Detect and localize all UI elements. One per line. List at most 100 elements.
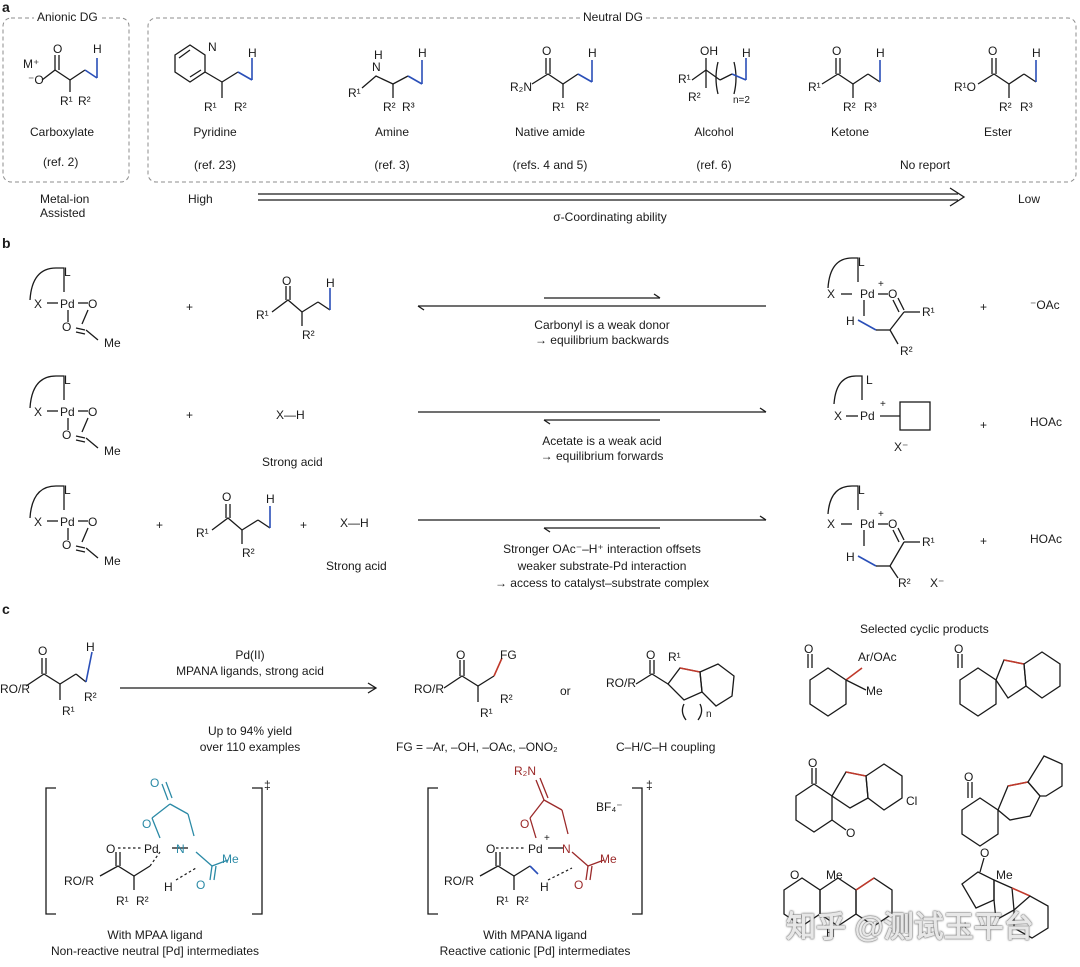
pd-cationic-complex-row2 <box>833 375 931 431</box>
ketone-r2-row1: R² <box>302 328 315 342</box>
hoac-row3: HOAc <box>1030 532 1063 546</box>
ketone-h: H <box>876 46 885 60</box>
pd-atom-row1: Pd <box>60 297 75 311</box>
xh-row3: X—H <box>340 516 369 530</box>
sub-h: H <box>86 640 95 654</box>
amide-r1: R¹ <box>552 100 565 114</box>
group-name-pyridine: Pyridine <box>193 125 237 139</box>
prod-r2-row1: R² <box>900 344 913 358</box>
panel-b-label: b <box>2 235 11 251</box>
prod-plus-row1: + <box>878 279 884 290</box>
neutral-dg-title: Neutral DG <box>580 10 647 24</box>
plus-row3a: + <box>156 518 164 532</box>
prod-pd-row3: Pd <box>860 517 875 531</box>
metal-ion-line1: Metal-ion <box>40 192 90 206</box>
group-name-amide: Native amide <box>514 125 586 139</box>
alcohol-r1: R¹ <box>678 72 691 86</box>
coupling-text: C–H/C–H coupling <box>616 740 716 754</box>
right-caption-2: Reactive cationic [Pd] intermediates <box>439 944 631 958</box>
plus-prod-row2: + <box>980 418 988 432</box>
ketone-o-row1: O <box>282 274 292 288</box>
cyclic-product-1 <box>807 654 867 717</box>
pd-o1-row1: O <box>88 297 98 311</box>
mpaa-o-amide: O <box>196 878 206 892</box>
prod5-me: Me <box>826 868 843 882</box>
prod-ror: RO/R <box>414 682 444 696</box>
mpana-ror: RO/R <box>444 874 474 888</box>
equilibrium-arrow-row2 <box>418 407 767 425</box>
mpana-n: N <box>562 842 571 856</box>
prod2-o: O <box>954 642 964 656</box>
prod-o-row3: O <box>888 517 898 531</box>
pd-l-row3: L <box>64 483 71 497</box>
prod-pd-row1: Pd <box>860 287 875 301</box>
alcohol-n2: n=2 <box>733 95 750 106</box>
ester-structure <box>977 58 1037 98</box>
o-minus: ⁻O <box>28 73 44 87</box>
anionic-dg-title: Anionic DG <box>34 10 101 24</box>
mpana-plus: + <box>544 833 550 844</box>
reagent-ligands: MPANA ligands, strong acid <box>176 664 324 678</box>
mpaa-transition-state <box>99 781 229 890</box>
functionalized-product <box>443 657 503 702</box>
pd-acetate-complex-row1 <box>29 267 99 341</box>
no-report-label: No report <box>900 158 951 172</box>
low-label: Low <box>1018 192 1041 206</box>
sub-r1: R¹ <box>62 704 75 718</box>
cc-ror: RO/R <box>606 676 636 690</box>
prod1-me: Me <box>866 684 883 698</box>
pd-me-row3: Me <box>104 554 121 568</box>
mpana-o-pd: O <box>520 817 530 831</box>
carboxylate-r2: R² <box>78 94 91 108</box>
pd-acetate-complex-row2 <box>29 375 99 449</box>
ts-bracket-right <box>427 787 643 915</box>
carboxylate-ref: (ref. 2) <box>43 155 79 169</box>
plus-row2: + <box>186 408 194 422</box>
ester-r1o: R¹O <box>954 80 976 94</box>
prod-h-row3: H <box>846 550 855 564</box>
ester-o: O <box>988 44 998 58</box>
high-label: High <box>188 192 213 206</box>
or-text: or <box>560 684 571 698</box>
equilibrium-arrow-row3 <box>418 515 767 533</box>
row1-text2: → equilibrium backwards <box>534 333 670 347</box>
cc-o: O <box>646 648 656 662</box>
left-caption-1: With MPAA ligand <box>107 928 203 942</box>
amine-structure <box>361 60 423 98</box>
sub-ror: RO/R <box>0 682 30 696</box>
ketone-h-row1: H <box>326 276 335 290</box>
mpaa-h: H <box>164 880 173 894</box>
strong-acid-row2: Strong acid <box>262 455 323 469</box>
equilibrium-arrow-row1 <box>417 293 766 311</box>
group-name-alcohol: Alcohol <box>694 125 734 139</box>
carboxylate-name: Carboxylate <box>30 125 95 139</box>
ester-r3: R³ <box>1020 100 1033 114</box>
mpaa-r1: R¹ <box>116 894 129 908</box>
pd-x-row1: X <box>34 297 43 311</box>
prod-o-row1: O <box>888 287 898 301</box>
mpaa-o-pd: O <box>142 817 152 831</box>
ester-r2: R² <box>999 100 1012 114</box>
prod-pd-row2: Pd <box>860 409 875 423</box>
mpaa-o-top: O <box>150 776 160 790</box>
cc-r1: R¹ <box>668 650 681 664</box>
prod-l-row1: L <box>858 255 865 269</box>
row2-text2: → equilibrium forwards <box>540 449 664 463</box>
prod-x-row1: X <box>827 287 836 301</box>
ketone-substrate-row3 <box>211 504 271 544</box>
ketone-r1-row1: R¹ <box>256 308 269 322</box>
pd-acetate-complex-row3 <box>29 485 99 559</box>
ts-bracket-left <box>45 787 263 915</box>
prod-plus-row3: + <box>878 509 884 520</box>
pd-x-row2: X <box>34 405 43 419</box>
alcohol-structure <box>691 58 747 95</box>
plus-prod-row1: + <box>980 300 988 314</box>
sub-r2: R² <box>84 690 97 704</box>
prod-r1: R¹ <box>480 706 493 720</box>
amide-r2: R² <box>576 100 589 114</box>
pyridine-r1: R¹ <box>204 100 217 114</box>
carboxylate-o: O <box>53 42 63 56</box>
amide-o: O <box>542 44 552 58</box>
examples-text: over 110 examples <box>199 740 301 754</box>
group-ref-alcohol: (ref. 6) <box>696 158 732 172</box>
